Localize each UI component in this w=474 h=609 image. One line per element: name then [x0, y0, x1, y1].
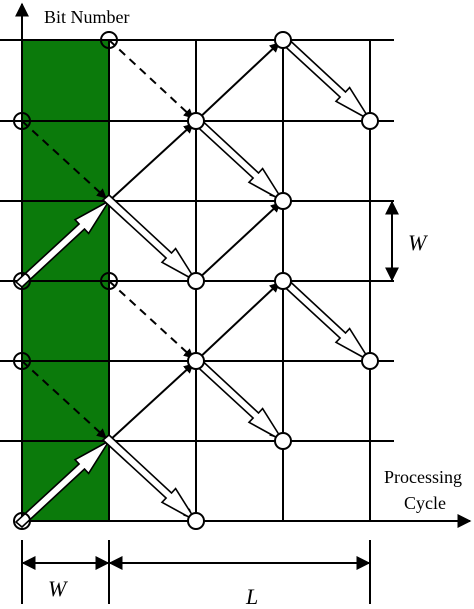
dimension-w-bottom-label: W [48, 576, 67, 601]
dimension-w-right-label: W [408, 230, 427, 255]
y-axis-label: Bit Number [44, 7, 130, 27]
dimension-markers [21, 200, 399, 604]
double-arrows [14, 32, 373, 529]
dimension-l-bottom-label: L [246, 584, 259, 609]
nodes [13, 31, 379, 530]
x-axis-label-line1: Processing [384, 467, 462, 487]
x-axis-label-line2: Cycle [404, 493, 446, 513]
dashed-arrows [21, 39, 194, 439]
